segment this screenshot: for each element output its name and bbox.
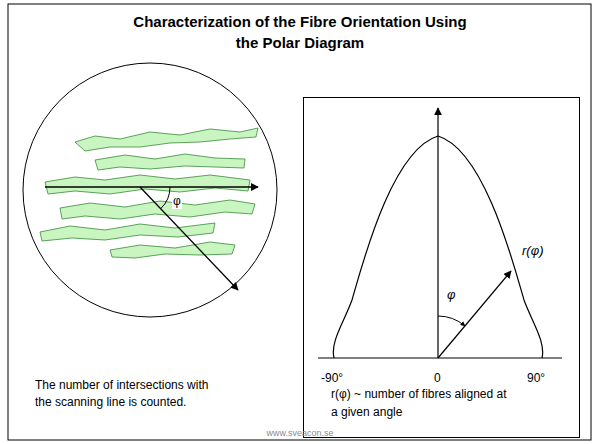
radius-label: r(φ) <box>521 243 544 258</box>
polar-baseline <box>318 358 562 359</box>
caption-text: The number of intersections with the sca… <box>35 377 225 411</box>
polar-axis <box>437 108 438 358</box>
angle-symbol: φ <box>172 194 182 209</box>
sample-circle <box>23 63 277 317</box>
polar-curve <box>333 136 542 358</box>
fibre <box>95 154 245 170</box>
polar-panel: r(φ) ~ number of fibres aligned at a giv… <box>303 97 580 438</box>
axis-tick-label: 90° <box>527 371 545 386</box>
angle-arc <box>161 187 170 209</box>
radius-arrow <box>438 271 511 358</box>
panel-caption: r(φ) ~ number of fibres aligned at a giv… <box>331 385 513 421</box>
fibre <box>110 242 235 258</box>
fibre <box>45 175 250 194</box>
angle-arc <box>438 316 465 326</box>
scanning-line <box>45 186 258 187</box>
fibre <box>75 128 258 151</box>
slide-title: Characterization of the Fibre Orientatio… <box>122 11 478 53</box>
angle-symbol: φ <box>447 287 455 302</box>
axis-tick-label: 0 <box>434 371 441 386</box>
fibre-group <box>40 128 258 258</box>
watermark: www.sveacon.se <box>266 426 333 441</box>
axis-tick-label: -90° <box>321 371 343 386</box>
slide-frame <box>8 4 591 440</box>
fibre <box>60 200 255 219</box>
scanning-line <box>140 187 238 290</box>
